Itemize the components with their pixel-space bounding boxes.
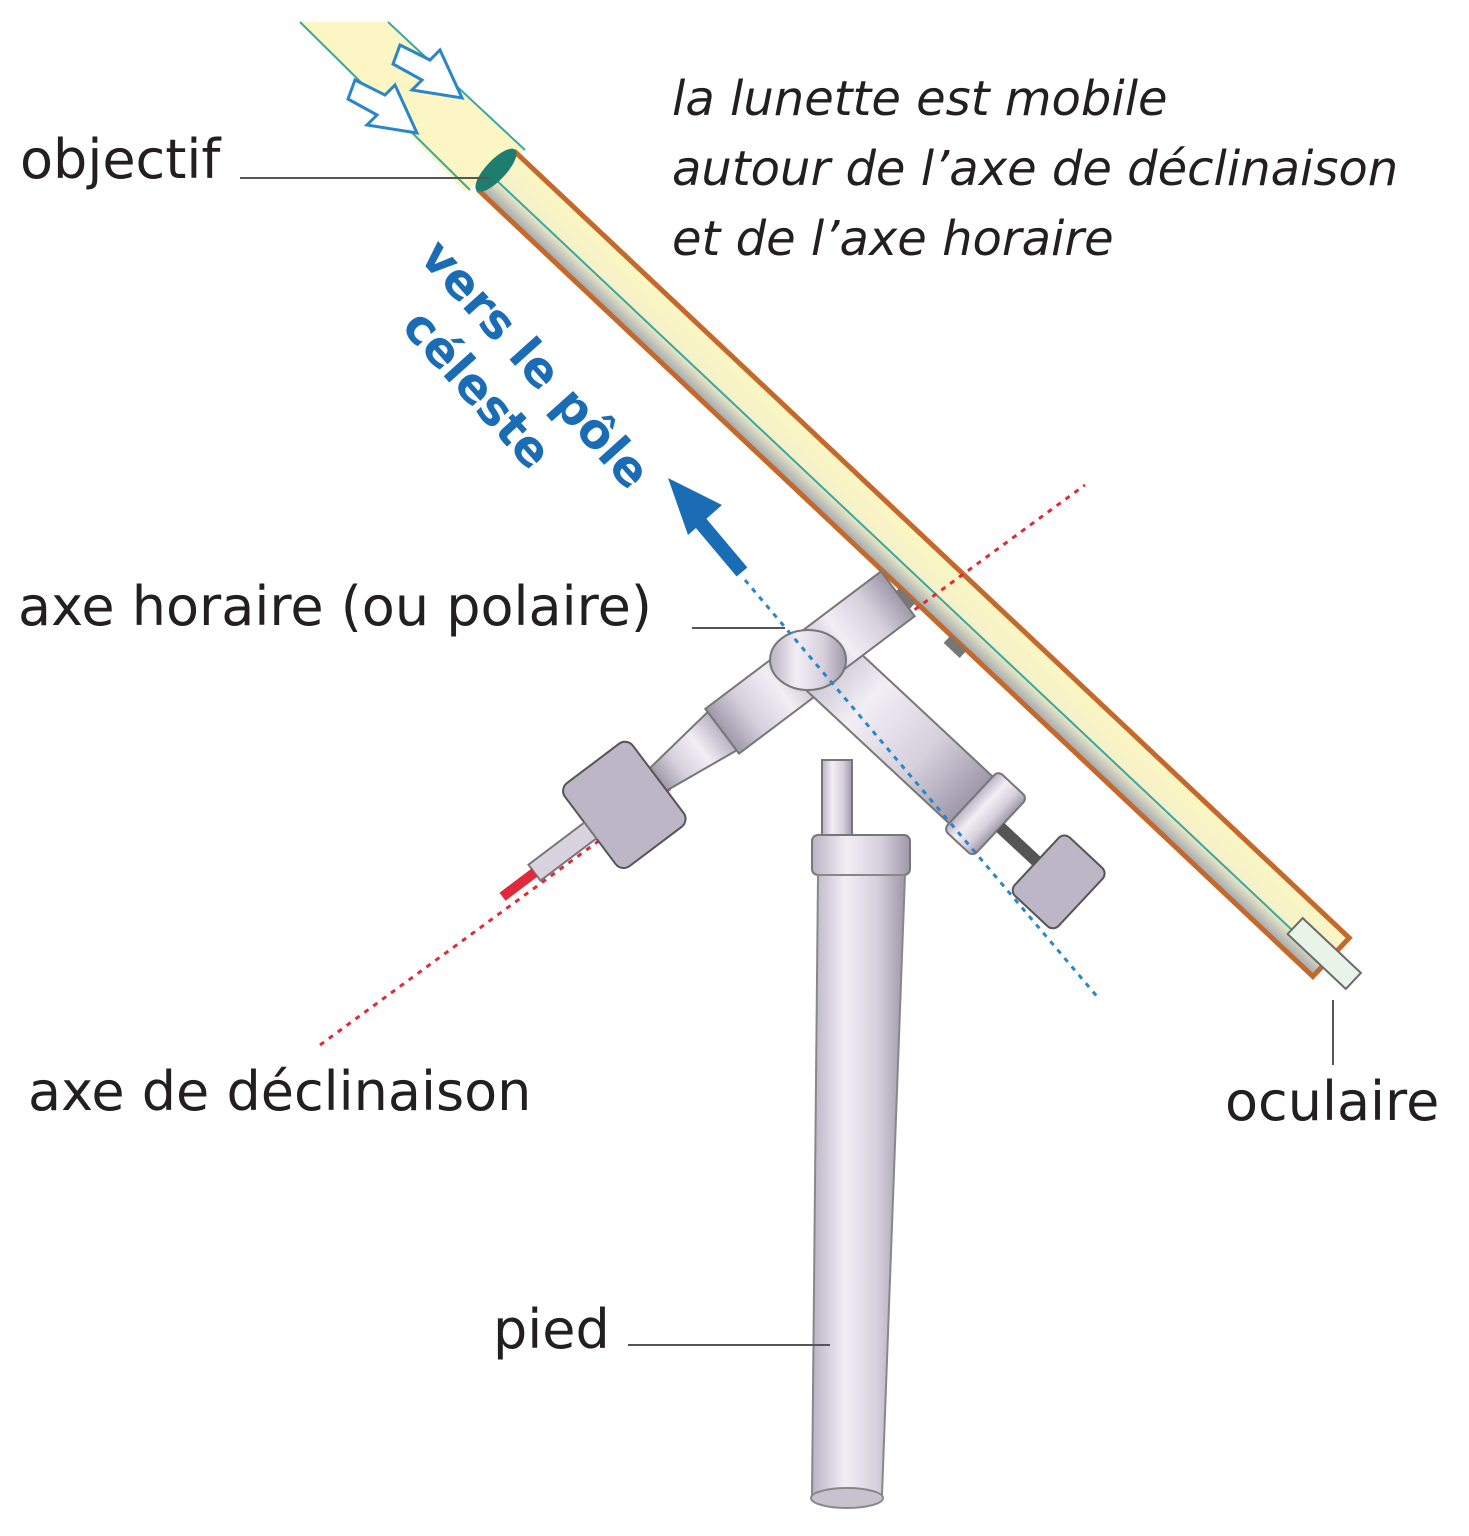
label-objectif: objectif: [20, 128, 222, 191]
objective-lens: [475, 148, 517, 192]
label-axe-declinaison: axe de déclinaison: [28, 1060, 531, 1123]
leader-lines: [240, 177, 1334, 1346]
label-axe-horaire: axe horaire (ou polaire): [18, 575, 652, 638]
celestial-pole-arrow-icon: [668, 478, 748, 577]
eyepiece: [1286, 916, 1363, 991]
polar-counterweight: [1011, 834, 1106, 930]
note-line-1: la lunette est mobile: [672, 71, 1168, 127]
polar-axis-line: [743, 579, 1102, 1001]
telescope-tube: [475, 148, 1363, 991]
label-oculaire: oculaire: [1225, 1070, 1439, 1133]
note-line-3: et de l’axe horaire: [672, 211, 1114, 267]
light-arrow-icon: [346, 42, 465, 135]
label-pied: pied: [493, 1298, 610, 1361]
light-beam: [299, 21, 526, 192]
note-line-2: autour de l’axe de déclinaison: [672, 141, 1398, 197]
equatorial-mount: [499, 570, 1106, 1509]
pier: [821, 759, 853, 841]
